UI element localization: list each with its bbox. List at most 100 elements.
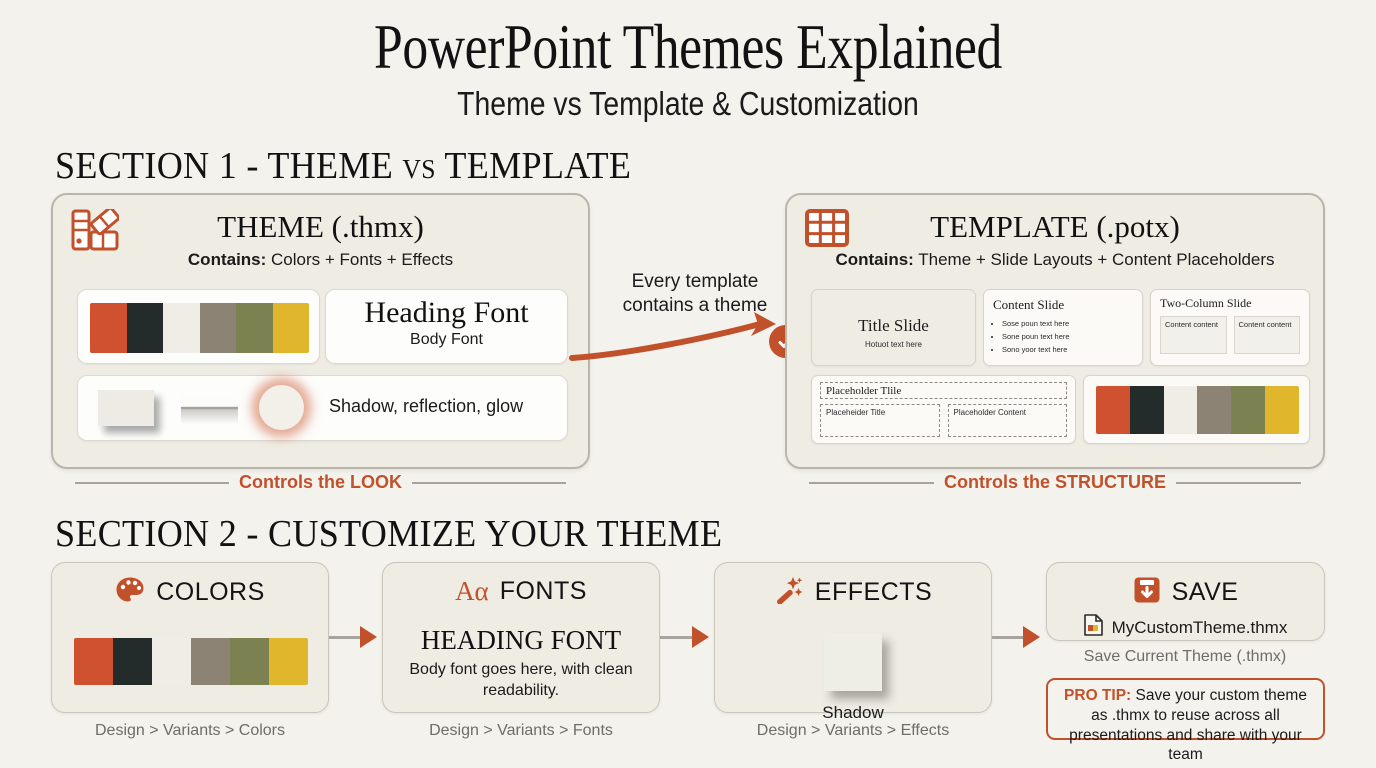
- swatch-1: [1096, 386, 1130, 434]
- reflection-effect-demo: [181, 392, 238, 424]
- swatch-1: [74, 638, 113, 685]
- step-card-fonts[interactable]: Aα FONTS HEADING FONT Body font goes her…: [382, 562, 660, 713]
- magic-wand-icon: [774, 576, 804, 609]
- save-header: SAVE: [1047, 576, 1324, 609]
- template-card-contains: Contains: Theme + Slide Layouts + Conten…: [787, 250, 1323, 270]
- fonts-heading-sample: HEADING FONT: [420, 625, 622, 655]
- fonts-label: FONTS: [499, 577, 587, 605]
- title-slide-subtitle: Hotuot text here: [865, 340, 922, 349]
- thumb-two-column-slide: Two-Column Slide Content content Content…: [1150, 289, 1310, 366]
- content-slide-title: Content Slide: [993, 297, 1065, 312]
- connector-label-line2: contains a theme: [622, 294, 768, 316]
- effects-label: EFFECTS: [814, 578, 933, 606]
- template-footer-label: Controls the STRUCTURE: [944, 472, 1166, 492]
- colors-header: COLORS: [52, 576, 328, 609]
- theme-effects-label: Shadow, reflection, glow: [329, 396, 524, 416]
- swatch-6: [269, 638, 308, 685]
- step-card-colors[interactable]: COLORS: [51, 562, 329, 713]
- theme-card: THEME (.thmx) Contains: Colors + Fonts +…: [51, 193, 590, 492]
- pro-tip-label: PRO TIP:: [1064, 687, 1132, 704]
- fonts-caption: Design > Variants > Fonts: [429, 722, 613, 739]
- thumb-placeholder-slide: Placeholder Tlile Placeheider Title Plac…: [811, 375, 1076, 444]
- swatch-2: [1129, 386, 1164, 434]
- swatch-4: [1197, 386, 1232, 434]
- swatch-1: [90, 303, 127, 353]
- theme-palette-strip: [90, 303, 309, 353]
- swatch-2: [113, 638, 152, 685]
- swatch-6: [272, 303, 309, 353]
- effects-header: EFFECTS: [715, 576, 991, 609]
- step-card-effects[interactable]: EFFECTS Shadow: [714, 562, 992, 722]
- theme-palette-box: [77, 289, 320, 364]
- swatch-3: [1163, 386, 1198, 434]
- placeholder-box-1: Placeheider Title: [820, 404, 940, 437]
- two-column-boxes: Content content Content content: [1160, 316, 1300, 354]
- swatch-4: [191, 638, 230, 685]
- thumb-content-slide: Content Slide Sose poun text here Sone p…: [983, 289, 1143, 366]
- swatch-2: [126, 303, 163, 353]
- save-disk-icon: [1133, 576, 1161, 609]
- glow-effect-demo: [259, 385, 304, 430]
- template-contains-value: Theme + Slide Layouts + Content Placehol…: [918, 250, 1275, 269]
- swatch-4: [199, 303, 236, 353]
- aa-font-icon: Aα: [455, 576, 489, 606]
- list-item: Sono yoor text here: [1002, 343, 1142, 356]
- connector-label: Every template contains a theme: [600, 270, 790, 318]
- arrow-head-3: [1023, 626, 1040, 648]
- page-title: PowerPoint Themes Explained: [374, 12, 1002, 82]
- shadow-effect-demo: [98, 390, 154, 426]
- body-font-sample: Body Font: [410, 331, 483, 348]
- connector-line-1: [329, 636, 363, 639]
- connector-line-3: [992, 636, 1026, 639]
- theme-card-title: THEME (.thmx): [217, 209, 424, 244]
- page-subtitle: Theme vs Template & Customization: [457, 85, 919, 122]
- placeholder-box-2: Placeholder Content: [947, 404, 1067, 437]
- content-slide-bullets: Sose poun text here Sone poun text here …: [1002, 317, 1142, 356]
- two-column-box-2: Content content: [1233, 316, 1300, 354]
- connector-label-line1: Every template: [631, 271, 759, 292]
- shadow-demo-square: [824, 633, 882, 691]
- list-item: Sone poun text here: [1002, 330, 1142, 343]
- curved-arrow-icon: [569, 312, 776, 361]
- thumb-palette-slide: [1083, 375, 1310, 444]
- table-grid-icon: [805, 209, 849, 252]
- save-caption: Save Current Theme (.thmx): [1083, 648, 1287, 665]
- template-card: TEMPLATE (.potx) Contains: Theme + Slide…: [785, 193, 1325, 492]
- palette-swatches: [90, 303, 309, 353]
- step-card-save[interactable]: SAVE MyCustomTheme.thmx: [1046, 562, 1325, 641]
- theme-card-footer: Controls the LOOK: [53, 472, 588, 493]
- connector-line-2: [660, 636, 695, 639]
- theme-font-box: Heading Font Body Font: [325, 289, 568, 364]
- save-label: SAVE: [1171, 578, 1239, 606]
- pro-tip-box: PRO TIP: Save your custom theme as .thmx…: [1046, 678, 1325, 763]
- two-column-box-1: Content content: [1160, 316, 1227, 354]
- section1-heading: SECTION 1 - THEME vs TEMPLATE: [55, 145, 632, 187]
- palette-swatches: [1096, 386, 1299, 434]
- colors-caption: Design > Variants > Colors: [94, 722, 285, 739]
- footer-rule-left: [75, 481, 229, 484]
- footer-rule-right: [412, 481, 566, 484]
- save-file-row: MyCustomTheme.thmx: [1047, 614, 1324, 641]
- heading-font-sample: Heading Font: [364, 296, 529, 329]
- arrow-head-1: [360, 626, 377, 648]
- file-icon: [1083, 614, 1103, 641]
- theme-contains-value: Colors + Fonts + Effects: [271, 250, 454, 269]
- two-column-slide-title: Two-Column Slide: [1160, 296, 1252, 310]
- fonts-header: Aα FONTS: [383, 576, 659, 607]
- palette-icon: [115, 576, 145, 609]
- swatch-3: [163, 303, 200, 353]
- theme-card-contains: Contains: Colors + Fonts + Effects: [53, 250, 588, 270]
- color-swatch-icon: [71, 206, 120, 256]
- swatch-3: [152, 638, 191, 685]
- template-card-title: TEMPLATE (.potx): [930, 209, 1180, 244]
- placeholder-title: Placeholder Tlile: [820, 382, 1067, 399]
- template-card-footer: Controls the STRUCTURE: [787, 472, 1323, 493]
- pro-tip-text: Save your custom theme as .thmx to reuse…: [1069, 687, 1307, 764]
- title-slide-title: Title Slide: [858, 316, 929, 335]
- colors-label: COLORS: [156, 578, 265, 606]
- footer-rule-left: [809, 481, 934, 484]
- swatch-5: [236, 303, 273, 353]
- swatch-5: [1231, 386, 1266, 434]
- placeholder-columns: Placeheider Title Placeholder Content: [820, 404, 1067, 437]
